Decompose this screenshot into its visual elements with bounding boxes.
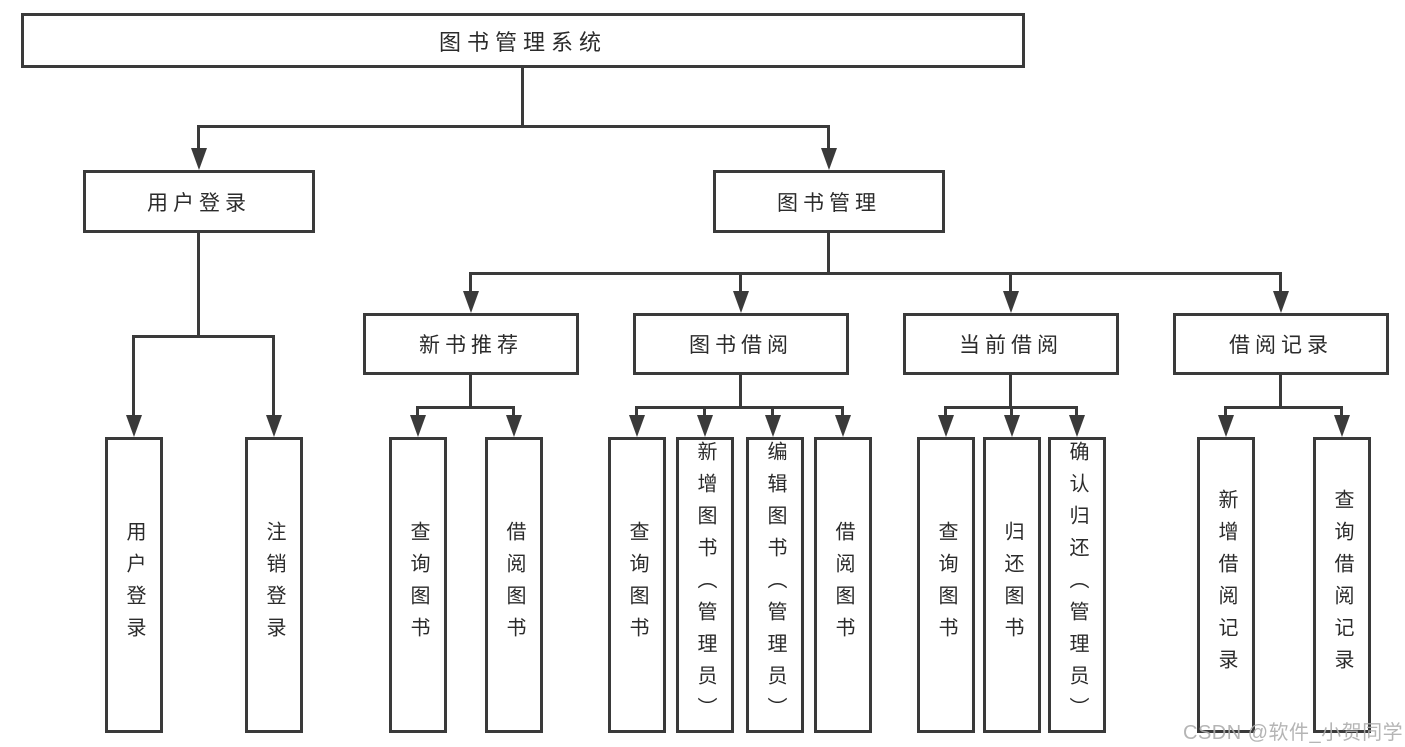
- node-book-borrow-label: 图书借阅: [689, 334, 793, 357]
- leaf-confirm-return-admin-label: 确认归还（管理员）: [1066, 441, 1088, 729]
- node-new-book-rec: 新书推荐: [363, 313, 579, 375]
- arrowhead-new-book-rec-icon: [463, 291, 479, 313]
- arrowhead-edit-book-icon: [765, 415, 781, 437]
- connector-drop-edit-book: [771, 406, 774, 417]
- node-borrow-records-label: 借阅记录: [1229, 334, 1333, 357]
- arrowhead-borrow-records-icon: [1273, 291, 1289, 313]
- leaf-borrow-book-2-label: 借阅图书: [832, 521, 854, 649]
- connector-drop-return-book: [1010, 406, 1013, 417]
- leaf-query-book-3-label: 查询图书: [935, 521, 957, 649]
- node-current-borrow: 当前借阅: [903, 313, 1119, 375]
- connector-drop-borrow-book-a: [512, 406, 515, 417]
- connector-drop-leaf-logout: [272, 335, 275, 417]
- connector-drop-query-book-a: [416, 406, 419, 417]
- arrowhead-book-borrow-icon: [733, 291, 749, 313]
- leaf-confirm-return-admin: 确认归还（管理员）: [1048, 437, 1106, 733]
- arrowhead-borrow-book-b-icon: [835, 415, 851, 437]
- leaf-edit-book-admin-label: 编辑图书（管理员）: [764, 441, 786, 729]
- connector-book-mgmt-rail: [469, 272, 1282, 275]
- node-borrow-records: 借阅记录: [1173, 313, 1389, 375]
- connector-book-borrow-stem: [739, 375, 742, 409]
- connector-root-rail: [197, 125, 830, 128]
- connector-drop-leaf-user-login: [132, 335, 135, 417]
- arrowhead-query-book-a-icon: [410, 415, 426, 437]
- leaf-add-book-admin-label: 新增图书（管理员）: [694, 441, 716, 729]
- leaf-borrow-book-1: 借阅图书: [485, 437, 543, 733]
- connector-book-mgmt-stem: [827, 233, 830, 275]
- leaf-query-borrow-record-label: 查询借阅记录: [1331, 489, 1353, 681]
- leaf-query-book-3: 查询图书: [917, 437, 975, 733]
- connector-drop-book-mgmt: [827, 125, 830, 151]
- connector-new-book-rec-stem: [469, 375, 472, 409]
- leaf-user-login-label: 用户登录: [123, 521, 145, 649]
- connector-drop-borrow-records: [1279, 272, 1282, 293]
- connector-drop-user-login: [197, 125, 200, 151]
- leaf-query-book-1: 查询图书: [389, 437, 447, 733]
- node-current-borrow-label: 当前借阅: [959, 334, 1063, 357]
- connector-drop-add-borrow-record: [1224, 406, 1227, 417]
- leaf-borrow-book-2: 借阅图书: [814, 437, 872, 733]
- node-root: 图书管理系统: [21, 13, 1025, 68]
- node-new-book-rec-label: 新书推荐: [419, 334, 523, 357]
- arrowhead-confirm-return-icon: [1069, 415, 1085, 437]
- connector-user-login-rail: [132, 335, 275, 338]
- arrowhead-user-login-icon: [191, 148, 207, 170]
- connector-drop-add-book: [703, 406, 706, 417]
- node-book-mgmt-label: 图书管理: [777, 191, 881, 215]
- watermark-csdn: CSDN @软件_小贺同学: [1183, 722, 1404, 744]
- arrowhead-add-borrow-record-icon: [1218, 415, 1234, 437]
- arrowhead-return-book-icon: [1004, 415, 1020, 437]
- arrowhead-current-borrow-icon: [1003, 291, 1019, 313]
- leaf-add-borrow-record: 新增借阅记录: [1197, 437, 1255, 733]
- arrowhead-leaf-user-login-icon: [126, 415, 142, 437]
- leaf-user-login: 用户登录: [105, 437, 163, 733]
- node-user-login-label: 用户登录: [147, 191, 251, 215]
- node-user-login: 用户登录: [83, 170, 315, 233]
- leaf-edit-book-admin: 编辑图书（管理员）: [746, 437, 804, 733]
- connector-root-stem: [521, 66, 524, 127]
- leaf-logout: 注销登录: [245, 437, 303, 733]
- arrowhead-query-book-c-icon: [938, 415, 954, 437]
- arrowhead-add-book-icon: [697, 415, 713, 437]
- connector-drop-borrow-book-b: [841, 406, 844, 417]
- connector-book-borrow-rail: [635, 406, 844, 409]
- leaf-return-book: 归还图书: [983, 437, 1041, 733]
- connector-drop-current-borrow: [1009, 272, 1012, 293]
- connector-drop-query-book-c: [944, 406, 947, 417]
- leaf-query-book-1-label: 查询图书: [407, 521, 429, 649]
- connector-current-borrow-stem: [1009, 375, 1012, 409]
- connector-drop-new-book-rec: [469, 272, 472, 293]
- node-root-label: 图书管理系统: [438, 29, 607, 55]
- leaf-borrow-book-1-label: 借阅图书: [503, 521, 525, 649]
- leaf-query-borrow-record: 查询借阅记录: [1313, 437, 1371, 733]
- connector-user-login-stem: [197, 233, 200, 338]
- leaf-logout-label: 注销登录: [263, 521, 285, 649]
- arrowhead-query-book-b-icon: [629, 415, 645, 437]
- connector-drop-query-book-b: [635, 406, 638, 417]
- connector-borrow-records-stem: [1279, 375, 1282, 409]
- arrowhead-book-mgmt-icon: [821, 148, 837, 170]
- arrowhead-borrow-book-a-icon: [506, 415, 522, 437]
- node-book-borrow: 图书借阅: [633, 313, 849, 375]
- leaf-query-book-2: 查询图书: [608, 437, 666, 733]
- leaf-add-borrow-record-label: 新增借阅记录: [1215, 489, 1237, 681]
- arrowhead-leaf-logout-icon: [266, 415, 282, 437]
- arrowhead-query-borrow-record-icon: [1334, 415, 1350, 437]
- leaf-query-book-2-label: 查询图书: [626, 521, 648, 649]
- leaf-add-book-admin: 新增图书（管理员）: [676, 437, 734, 733]
- leaf-return-book-label: 归还图书: [1001, 521, 1023, 649]
- connector-borrow-records-rail: [1224, 406, 1343, 409]
- connector-new-book-rec-rail: [416, 406, 515, 409]
- connector-drop-book-borrow: [739, 272, 742, 293]
- node-book-mgmt: 图书管理: [713, 170, 945, 233]
- connector-drop-query-borrow-record: [1340, 406, 1343, 417]
- connector-drop-confirm-return: [1075, 406, 1078, 417]
